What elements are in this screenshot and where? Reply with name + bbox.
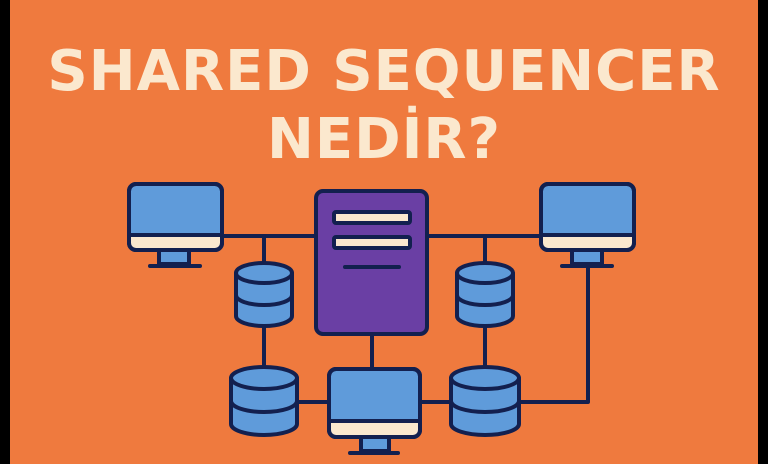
monitor-icon: [327, 367, 422, 455]
banner-canvas: SHARED SEQUENCER NEDİR?: [10, 0, 758, 464]
database-icon: [455, 261, 515, 328]
database-icon: [234, 261, 294, 328]
monitor-icon: [539, 182, 636, 268]
database-icon: [449, 365, 521, 437]
title-line-2: NEDİR?: [266, 107, 502, 172]
database-icon: [229, 365, 299, 437]
monitor-icon: [127, 182, 224, 268]
shared-sequencer-icon: [314, 189, 429, 336]
connection-lines: [220, 234, 590, 404]
title-line-1: SHARED SEQUENCER: [47, 39, 721, 104]
network-diagram: [127, 182, 636, 455]
